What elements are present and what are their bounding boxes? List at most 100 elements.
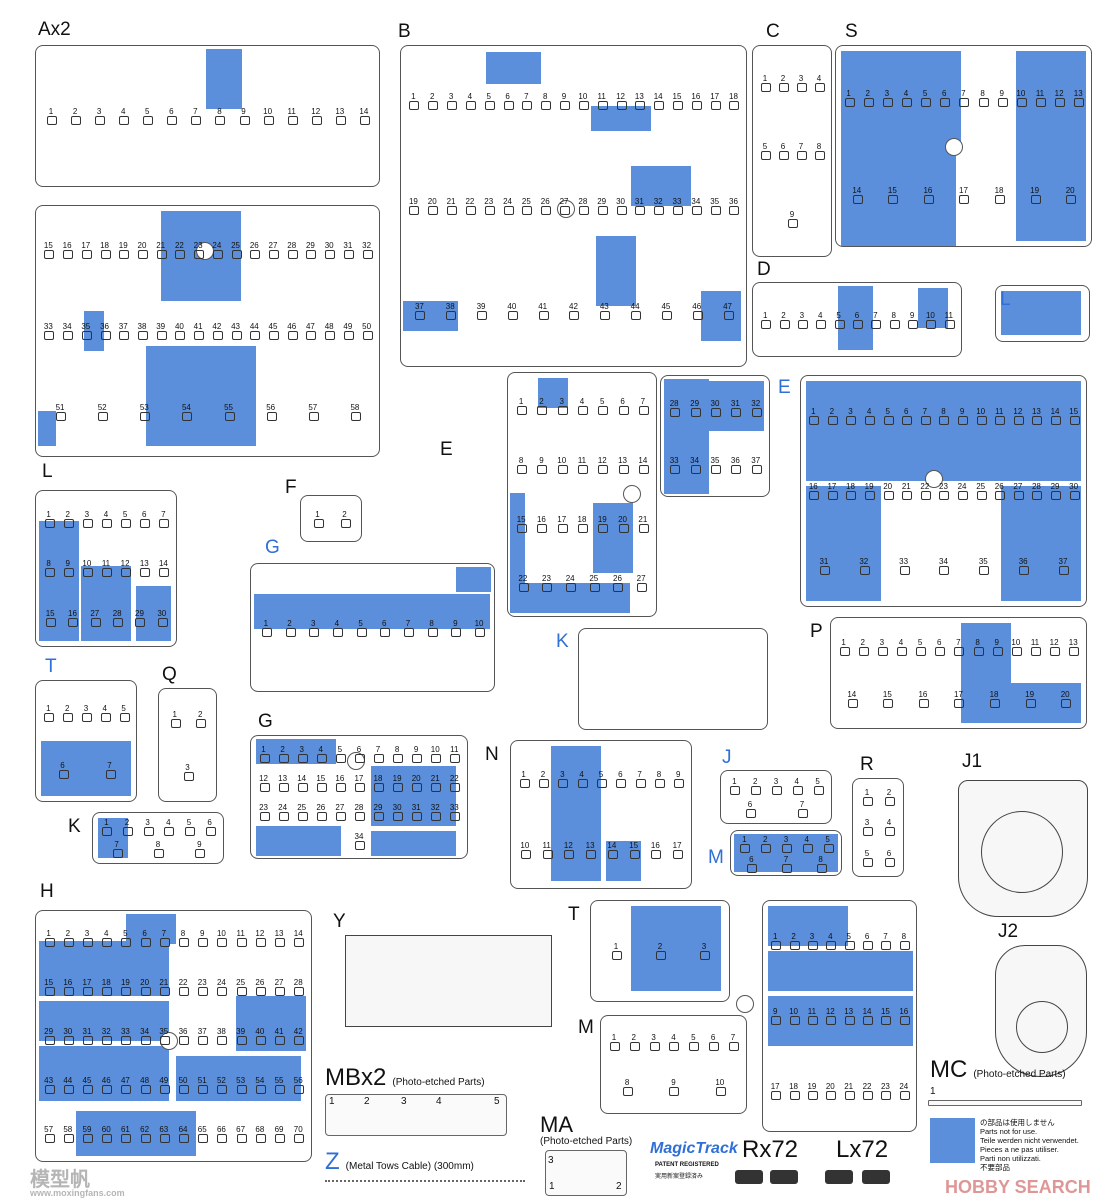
part-number: 5 [332, 745, 348, 763]
unused-parts-area [768, 906, 848, 946]
part-number: 20 [137, 978, 153, 997]
label-ma-desc: (Photo-etched Parts) [540, 1136, 633, 1147]
unused-parts-area [768, 951, 913, 991]
unused-parts-area [1016, 136, 1086, 241]
part-number: 3 [91, 107, 107, 125]
part-number: 7 [794, 800, 810, 818]
part-number: 44 [627, 302, 643, 320]
part-number: 52 [94, 403, 110, 422]
unused-parts-area [1001, 486, 1081, 601]
part-number: 41 [190, 322, 206, 340]
part-number: 4 [789, 777, 805, 795]
part-number: 3 [793, 74, 809, 92]
part-number: 9 [665, 1078, 681, 1097]
part-number: 3 [180, 763, 196, 781]
unused-parts-area [806, 381, 1081, 481]
part-number: 35 [156, 1027, 172, 1045]
part-number: 23 [481, 197, 497, 215]
part-number: 11 [804, 1007, 820, 1025]
part-number: 8 [619, 1078, 635, 1097]
unused-parts-area [538, 378, 568, 408]
unused-parts-area [371, 831, 456, 856]
part-number: 16 [896, 1007, 912, 1025]
part-number: 18 [991, 186, 1007, 204]
part-number: 14 [650, 92, 666, 111]
sprue-label-p: P [810, 621, 823, 642]
part-number: 5 [841, 932, 857, 951]
part-number: 36 [175, 1027, 191, 1045]
part-number: 3 [794, 311, 810, 329]
part-number: 37 [748, 456, 764, 474]
part-number: 13 [631, 92, 647, 111]
part-number: 43 [596, 302, 612, 320]
part-number: 18 [370, 774, 386, 792]
part-number: 5 [594, 397, 610, 415]
part-number: 23 [194, 978, 210, 997]
part-number: 2 [855, 638, 871, 656]
part-number: 24 [500, 197, 516, 215]
sprue-gate-ring [736, 995, 754, 1013]
part-number: 39 [473, 302, 489, 320]
part-number: 14 [155, 559, 171, 578]
part-number: 21 [443, 197, 459, 215]
part-number: 26 [609, 574, 625, 593]
part-number: 58 [60, 1125, 76, 1143]
unused-parts-area [403, 301, 458, 331]
part-number: 40 [504, 302, 520, 320]
part-number: 14 [844, 690, 860, 708]
part-number: 8 [651, 770, 667, 789]
part-number: 4 [665, 1033, 681, 1051]
sprue-label-n: N [485, 744, 499, 765]
part-number: 24 [896, 1082, 912, 1100]
part-number: 15 [42, 609, 58, 628]
part-number: 10 [712, 1078, 728, 1097]
part-number: 22 [446, 774, 462, 792]
part-number: 46 [98, 1076, 114, 1094]
unused-parts-area [806, 486, 881, 601]
part-number: 5 [181, 818, 197, 836]
part-number: 32 [359, 241, 375, 259]
part-number: 1 [726, 777, 742, 795]
part-number: 26 [537, 197, 553, 215]
part-number: 5 [831, 311, 847, 329]
part-number: 44 [60, 1076, 76, 1094]
part-number: 1 [310, 510, 326, 528]
part-number: 6 [376, 619, 392, 637]
part-number: 50 [175, 1076, 191, 1094]
part-number: 4 [115, 107, 131, 125]
part-number: 15 [884, 186, 900, 204]
part-number: 6 [705, 1033, 721, 1051]
part-number: 8 [41, 559, 57, 578]
part-number: 27 [87, 609, 103, 628]
part-number: 45 [658, 302, 674, 320]
part-number: 2 [192, 710, 208, 728]
part-number: 17 [955, 186, 971, 204]
part-number: 12 [1010, 407, 1026, 426]
part-number: 4 [462, 92, 478, 111]
part-number: 9 [954, 407, 970, 426]
part-number: 6 [849, 311, 865, 329]
part-number: 14 [604, 841, 620, 859]
part-number: 13 [275, 774, 291, 792]
part-number: 44 [246, 322, 262, 340]
part-number: 53 [136, 403, 152, 422]
part-number: 25 [518, 197, 534, 215]
part-number: 32 [98, 1027, 114, 1045]
part-number: 24 [275, 803, 291, 821]
part-number: 8 [970, 638, 986, 656]
part-number: 6 [500, 92, 516, 111]
part-number: 33 [669, 197, 685, 215]
part-number: 49 [156, 1076, 172, 1094]
part-number: 19 [861, 482, 877, 500]
sprue-label-l: L [42, 461, 53, 482]
part-number: 9 [556, 92, 572, 111]
part-number: 23 [877, 1082, 893, 1100]
sprue-label-tb: T [45, 656, 57, 677]
part-number: 1 [167, 710, 183, 728]
part-number: 4 [98, 510, 114, 528]
part-number: 57 [305, 403, 321, 422]
part-number: 1 [736, 835, 752, 853]
part-number: 38 [442, 302, 458, 320]
part-number: 43 [228, 322, 244, 340]
